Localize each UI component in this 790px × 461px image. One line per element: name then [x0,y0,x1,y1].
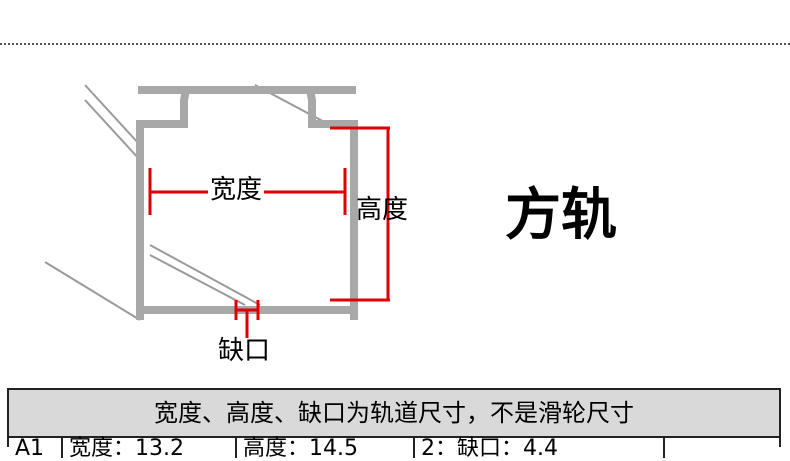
notch-dimension [234,300,260,338]
spec-table-header: 宽度、高度、缺口为轨道尺寸，不是滑轮尺寸 [9,390,779,438]
height-dimension [330,126,390,302]
spec-cell-height: 高度：14.5 [243,436,358,461]
rail-cross-section-diagram [44,84,390,338]
width-label: 宽度 [208,175,265,205]
spec-cell-notch: 2：缺口：4.4 [421,436,558,461]
notch-label: 缺口 [218,336,271,366]
rail-profile [136,86,358,320]
spec-cell-model: A1 [15,436,45,461]
product-title: 方轨 [505,183,617,248]
height-label: 高度 [356,195,409,225]
rail-top [138,86,356,94]
spec-cell-width: 宽度：13.2 [69,436,184,461]
spec-table-row: A1 宽度：13.2 高度：14.5 2：缺口：4.4 [9,436,779,461]
spec-table: 宽度、高度、缺口为轨道尺寸，不是滑轮尺寸 A1 宽度：13.2 高度：14.5 … [7,388,781,460]
dotted-separator [0,43,790,45]
